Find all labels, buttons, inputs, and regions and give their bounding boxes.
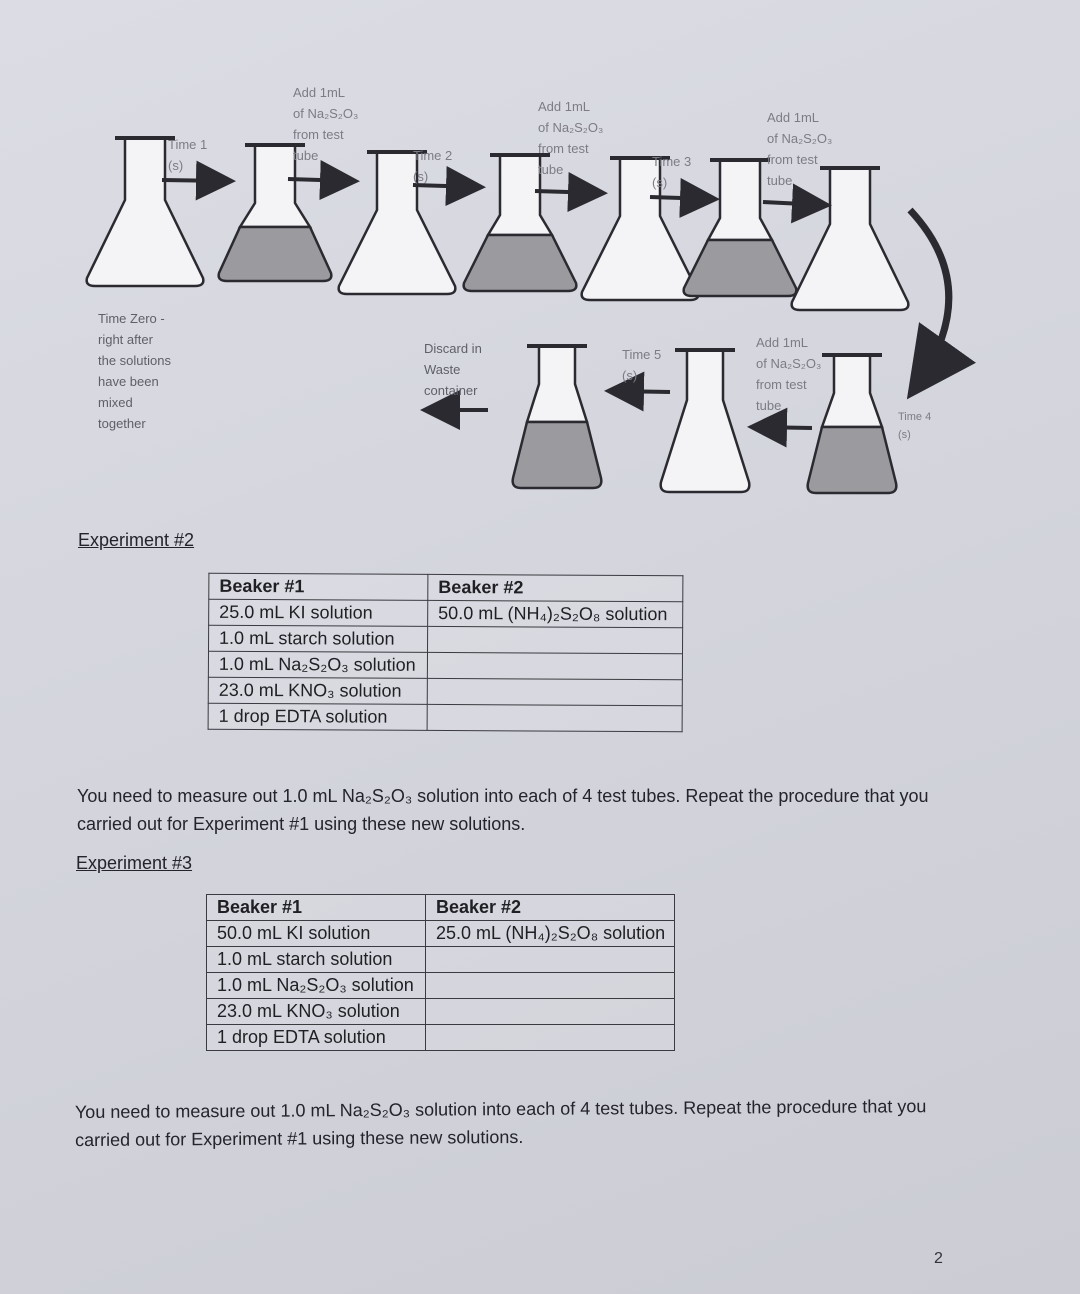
table-row: Beaker #1 Beaker #2 [208, 573, 683, 602]
table-row: 1 drop EDTA solution [208, 703, 683, 732]
table-row: 1.0 mL starch solution [206, 946, 675, 973]
table-cell: 25.0 mL KI solution [208, 599, 428, 627]
experiment-2-table: Beaker #1 Beaker #2 25.0 mL KI solution … [208, 573, 684, 732]
arrow-right-3 [412, 166, 486, 207]
arrow-left-2 [604, 371, 671, 412]
experiment-2-heading: Experiment #2 [78, 530, 195, 550]
beaker-2-header: Beaker #2 [425, 894, 675, 921]
table-cell: 23.0 mL KNO₃ solution [206, 998, 426, 1025]
arrow-right-6 [762, 183, 832, 224]
table-cell: 50.0 mL KI solution [206, 920, 426, 947]
label-time-2: Time 2 (s) [413, 148, 453, 184]
flask-clear-2 [337, 150, 457, 296]
flask-clear-4 [790, 166, 910, 312]
table-cell [425, 946, 675, 973]
beaker-1-header: Beaker #1 [206, 894, 426, 921]
table-cell [425, 998, 675, 1025]
table-cell: 1 drop EDTA solution [208, 703, 428, 731]
experiment-3-heading: Experiment #3 [76, 853, 193, 873]
label-time-3: Time 3 (s) [652, 154, 692, 190]
flask-dark-3 [682, 158, 798, 298]
table-row: Beaker #1 Beaker #2 [206, 894, 675, 921]
experiment-3-table: Beaker #1 Beaker #2 50.0 mL KI solution … [206, 894, 675, 1051]
table-cell [427, 704, 683, 732]
label-time-4: Time 4 (s) [898, 411, 932, 441]
flask-dark-5 [511, 344, 603, 490]
label-add-4: Add 1mL of Na₂S₂O₃ from test tube [756, 335, 822, 413]
table-cell [427, 652, 683, 680]
curved-arrow-down [906, 207, 977, 400]
arrow-right-5 [649, 177, 720, 218]
flask-dark-1 [217, 143, 333, 283]
experiment-3-instructions: You need to measure out 1.0 mL Na₂S₂O₃ s… [74, 1096, 927, 1151]
table-cell: 1.0 mL starch solution [208, 625, 428, 653]
label-add-1: Add 1mL of Na₂S₂O₃ from test tube [293, 85, 359, 163]
table-row: 1.0 mL Na₂S₂O₃ solution [208, 651, 683, 680]
page-number: 2 [934, 1250, 943, 1267]
table-cell [425, 1024, 675, 1051]
label-discard: Discard in Waste container [424, 341, 482, 398]
table-row: 1.0 mL starch solution [208, 625, 683, 654]
flask-clear-1 [85, 136, 205, 288]
flask-dark-4 [806, 353, 898, 495]
table-row: 25.0 mL KI solution 50.0 mL (NH₄)₂S₂O₈ s… [208, 599, 683, 628]
table-cell: 1 drop EDTA solution [206, 1024, 426, 1051]
arrow-right-2 [287, 160, 360, 200]
label-time-5: Time 5 (s) [622, 347, 662, 383]
table-row: 50.0 mL KI solution 25.0 mL (NH₄)₂S₂O₈ s… [206, 920, 675, 947]
flask-clear-5 [659, 348, 751, 494]
label-time-zero: Time Zero - right after the solutions ha… [98, 311, 171, 431]
table-cell: 23.0 mL KNO₃ solution [208, 677, 428, 705]
table-row: 23.0 mL KNO₃ solution [206, 998, 675, 1025]
table-cell [427, 626, 683, 654]
table-row: 1 drop EDTA solution [206, 1024, 675, 1051]
flask-procedure-diagram [85, 136, 977, 495]
experiment-2-instructions: You need to measure out 1.0 mL Na₂S₂O₃ s… [77, 786, 929, 834]
label-add-3: Add 1mL of Na₂S₂O₃ from test tube [767, 110, 833, 188]
table-row: 23.0 mL KNO₃ solution [208, 677, 683, 706]
table-cell: 50.0 mL (NH₄)₂S₂O₈ solution [427, 600, 683, 628]
arrow-left-1 [747, 407, 813, 448]
table-cell [425, 972, 675, 999]
arrow-right-4 [534, 172, 608, 213]
table-cell: 1.0 mL Na₂S₂O₃ solution [208, 651, 428, 679]
flask-dark-2 [462, 153, 578, 293]
label-time-1: Time 1 (s) [168, 137, 208, 173]
table-cell: 1.0 mL starch solution [206, 946, 426, 973]
label-add-2: Add 1mL of Na₂S₂O₃ from test tube [538, 99, 604, 177]
beaker-2-header: Beaker #2 [427, 574, 683, 602]
table-row: 1.0 mL Na₂S₂O₃ solution [206, 972, 675, 999]
arrow-right-1 [161, 160, 236, 201]
table-cell: 25.0 mL (NH₄)₂S₂O₈ solution [425, 920, 675, 947]
table-cell: 1.0 mL Na₂S₂O₃ solution [206, 972, 426, 999]
beaker-1-header: Beaker #1 [208, 573, 428, 601]
table-cell [427, 678, 683, 706]
